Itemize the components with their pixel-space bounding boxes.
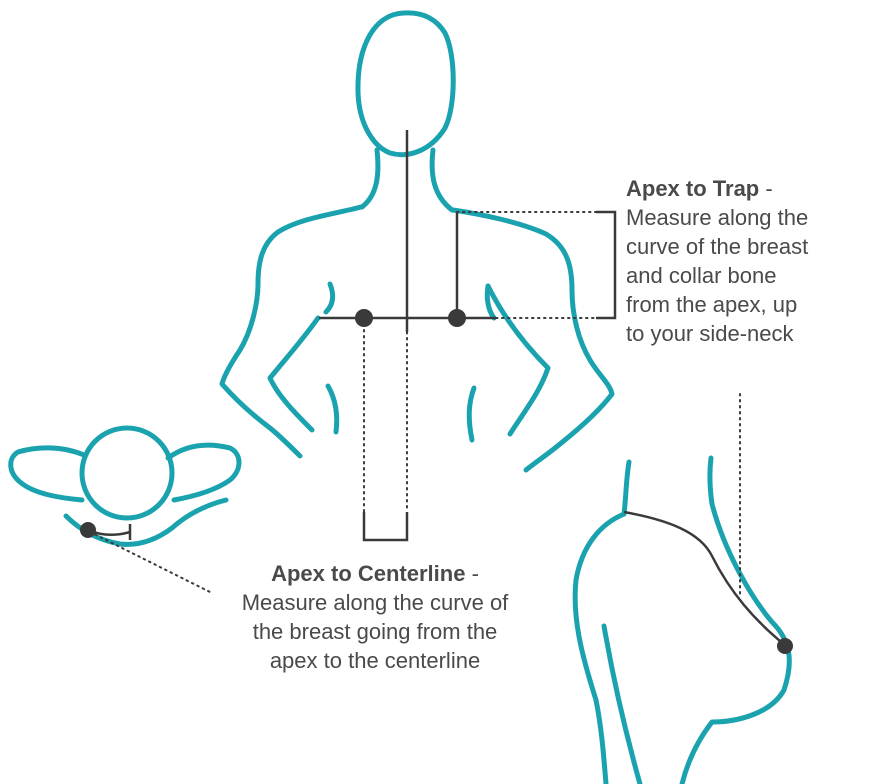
top-view-figure: [11, 428, 239, 544]
apex-to-trap-line-2: curve of the breast: [626, 232, 874, 261]
front-shoulder-left: [222, 207, 361, 456]
front-apex-right-marker: [448, 309, 466, 327]
front-torso-left: [326, 284, 333, 312]
side-arm-line: [604, 626, 640, 784]
side-apex-marker: [777, 638, 793, 654]
side-back-line: [575, 514, 624, 784]
front-apex-left-marker: [355, 309, 373, 327]
front-waist-right: [469, 388, 474, 440]
front-arm-right-inner: [488, 286, 548, 434]
top-view-apex-marker: [80, 522, 96, 538]
apex-to-trap-bracket: [596, 212, 615, 318]
top-view-arm-right: [168, 445, 239, 500]
apex-to-centerline-annotation: Apex to Centerline - Measure along the c…: [205, 559, 545, 675]
apex-to-trap-term: Apex to Trap: [626, 176, 759, 201]
front-shoulder-right: [453, 210, 612, 470]
apex-to-trap-line-1: Measure along the: [626, 203, 874, 232]
side-chest-line: [682, 458, 789, 784]
front-neck-left: [362, 150, 378, 207]
apex-to-trap-line-5: to your side-neck: [626, 319, 874, 348]
side-neck-front: [624, 462, 629, 514]
front-figure: [222, 13, 612, 470]
apex-to-trap-heading: Apex to Trap -: [626, 174, 874, 203]
apex-to-centerline-heading: Apex to Centerline -: [205, 559, 545, 588]
top-view-head: [82, 428, 172, 518]
apex-to-trap-line-3: and collar bone: [626, 261, 874, 290]
centerline-bracket: [364, 512, 407, 540]
apex-to-centerline-line-1: Measure along the curve of: [205, 588, 545, 617]
front-neck-right: [432, 150, 452, 210]
apex-to-centerline-term: Apex to Centerline: [271, 561, 465, 586]
apex-to-centerline-line-3: apex to the centerline: [205, 646, 545, 675]
apex-to-trap-separator: -: [759, 176, 772, 201]
front-waist-left: [328, 386, 337, 432]
apex-to-centerline-separator: -: [465, 561, 478, 586]
apex-to-trap-annotation: Apex to Trap - Measure along the curve o…: [626, 174, 874, 348]
side-apex-curve: [624, 512, 786, 646]
front-head-outline: [358, 13, 453, 155]
front-arm-left-inner: [270, 318, 318, 430]
top-view-arm-left: [11, 448, 84, 500]
apex-to-centerline-line-2: the breast going from the: [205, 617, 545, 646]
apex-to-trap-line-4: from the apex, up: [626, 290, 874, 319]
